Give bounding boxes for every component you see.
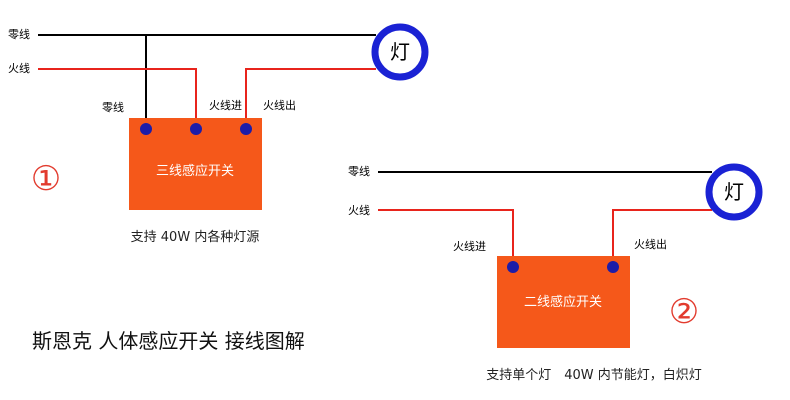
d1-live-out-wire — [245, 68, 376, 129]
d1-switch-label: 三线感应开关 — [156, 163, 234, 179]
d1-terminal-live-out-label: 火线出 — [263, 98, 296, 112]
d2-caption: 支持单个灯 40W 内节能灯，白炽灯 — [486, 367, 702, 383]
d1-terminal-live-in — [190, 123, 202, 135]
d2-neutral-label: 零线 — [348, 164, 370, 178]
d2-terminal-live-in — [507, 261, 519, 273]
d2-terminal-live-in-label: 火线进 — [453, 239, 486, 253]
d2-lamp-label: 灯 — [724, 180, 744, 204]
d2-number: ② — [669, 292, 699, 332]
d2-switch-box — [497, 256, 630, 348]
d2-terminal-live-out — [607, 261, 619, 273]
d1-terminal-neutral — [140, 123, 152, 135]
diagram-2: 二线感应开关 灯 零线 火线 火线进 火线出 ② 支持单个灯 40W 内节能灯，… — [348, 163, 763, 383]
d2-live-in-wire — [378, 209, 514, 266]
d2-live-label: 火线 — [348, 203, 370, 217]
d1-number: ① — [31, 159, 61, 199]
d2-lamp-icon — [705, 163, 763, 221]
page-title: 斯恩克 人体感应开关 接线图解 — [32, 329, 305, 353]
d2-live-out-wire — [612, 209, 712, 266]
diagram-1: 三线感应开关 灯 零线 火线 零线 火线进 火线出 ① 支持 40W 内各种灯源 — [8, 23, 429, 245]
d1-caption: 支持 40W 内各种灯源 — [131, 229, 260, 245]
d1-lamp-icon — [371, 23, 429, 81]
d1-terminal-live-out — [240, 123, 252, 135]
d1-terminal-live-in-label: 火线进 — [209, 98, 242, 112]
d2-switch-label: 二线感应开关 — [524, 294, 602, 310]
d1-neutral-label: 零线 — [8, 27, 30, 41]
d1-terminal-neutral-label: 零线 — [102, 100, 124, 114]
d1-live-label: 火线 — [8, 61, 30, 75]
d2-terminal-live-out-label: 火线出 — [634, 237, 667, 251]
d1-lamp-label: 灯 — [390, 40, 410, 64]
d1-live-in-wire — [38, 68, 197, 129]
